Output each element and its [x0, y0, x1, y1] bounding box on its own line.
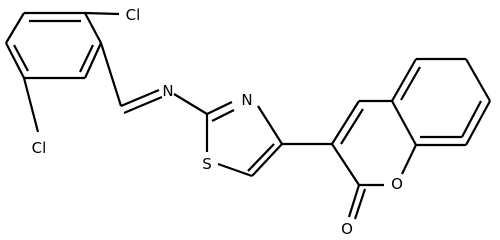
carbonyl-bond-a — [347, 184, 361, 218]
thiazole-nitrogen-label: N — [241, 91, 252, 109]
c-cl-bond-bottom — [22, 77, 40, 133]
pyranone-ring — [331, 99, 417, 187]
thiazole-sulfur-label: S — [202, 155, 212, 173]
ring-oxygen-label: O — [391, 175, 403, 193]
ch-n-double-bond-b — [123, 95, 163, 115]
n-c2-bond — [173, 93, 208, 115]
carbonyl-bond-b — [353, 188, 367, 220]
chlorine-atom-label-bottom: Cl — [32, 139, 47, 157]
c-cl-bond-top — [84, 11, 120, 16]
ch-n-double-bond-a — [120, 88, 160, 108]
aryl-ch-bond — [99, 42, 123, 107]
chlorine-atom-label-top: Cl — [126, 6, 141, 24]
imine-nitrogen-label: N — [162, 82, 173, 100]
carbonyl-oxygen-label: O — [341, 220, 353, 238]
thiazole-ring — [205, 101, 283, 178]
dichlorophenyl-ring — [5, 11, 103, 80]
benzo-ring — [391, 57, 491, 147]
